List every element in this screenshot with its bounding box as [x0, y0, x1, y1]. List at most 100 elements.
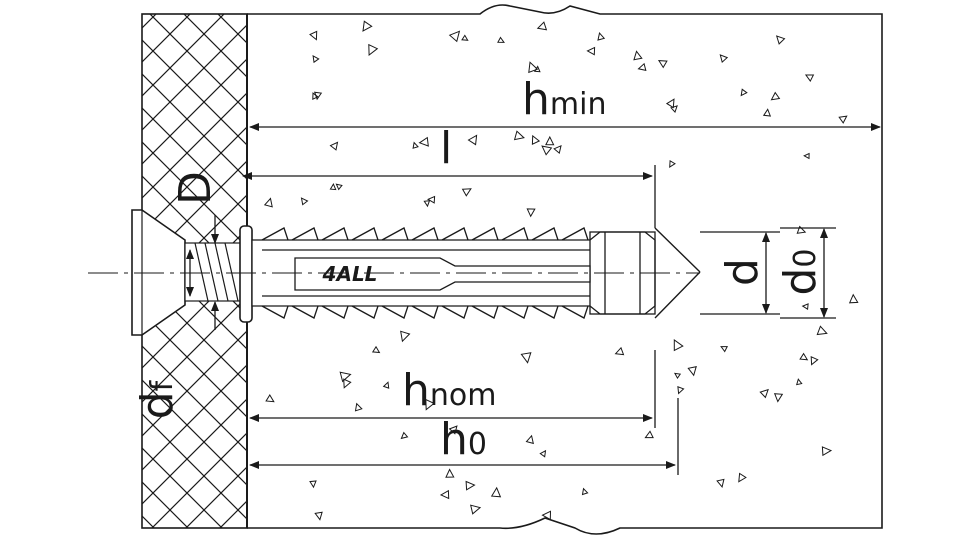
aggregate-speck — [371, 345, 381, 354]
aggregate-speck — [795, 378, 803, 386]
aggregate-speck — [581, 487, 589, 496]
aggregate-speck — [329, 182, 337, 191]
label-d0: d0 — [775, 248, 826, 295]
aggregate-speck — [637, 62, 647, 72]
label-d: d — [717, 258, 768, 286]
aggregate-speck — [418, 136, 429, 147]
aggregate-speck — [465, 480, 476, 491]
aggregate-speck — [810, 356, 819, 366]
aggregate-speck — [439, 489, 450, 500]
aggregate-speck — [775, 35, 786, 45]
aggregate-speck — [759, 388, 769, 399]
aggregate-speck — [533, 65, 541, 73]
aggregate-speck — [719, 54, 729, 64]
aggregate-speck — [312, 54, 320, 64]
aggregate-speck — [314, 511, 323, 521]
aggregate-speck — [586, 46, 596, 56]
aggregate-speck — [740, 88, 748, 97]
aggregate-speck — [490, 486, 502, 498]
aggregate-speck — [528, 61, 539, 74]
aggregate-speck — [400, 431, 409, 440]
aggregate-speck — [400, 330, 411, 343]
aggregate-speck — [716, 478, 725, 488]
aggregate-speck — [265, 394, 275, 403]
aggregate-speck — [838, 115, 848, 124]
aggregate-speck — [762, 108, 772, 117]
aggregate-speck — [526, 208, 536, 218]
aggregate-speck — [720, 346, 729, 353]
aggregate-speck — [339, 371, 352, 383]
aggregate-speck — [362, 20, 373, 32]
aggregate-speck — [329, 141, 339, 151]
label-h-min: hmin — [522, 74, 606, 125]
concrete-aggregate — [263, 20, 859, 521]
aggregate-speck — [300, 197, 309, 206]
dim-d — [700, 231, 780, 315]
aggregate-speck — [309, 480, 317, 489]
aggregate-speck — [673, 339, 684, 352]
aggregate-speck — [426, 195, 436, 204]
aggregate-speck — [803, 152, 810, 160]
aggregate-speck — [470, 504, 482, 515]
aggregate-speck — [821, 446, 833, 457]
aggregate-speck — [525, 434, 534, 445]
aggregate-speck — [312, 92, 319, 101]
aggregate-speck — [687, 366, 697, 377]
aggregate-speck — [445, 468, 455, 478]
aggregate-speck — [425, 398, 435, 411]
aggregate-speck — [536, 21, 548, 31]
aggregate-speck — [657, 60, 668, 69]
aggregate-speck — [738, 472, 747, 483]
aggregate-speck — [309, 30, 318, 41]
aggregate-speck — [343, 378, 352, 389]
aggregate-speck — [816, 325, 828, 336]
aggregate-speck — [513, 130, 525, 141]
aggregate-speck — [382, 381, 390, 389]
aggregate-speck — [368, 43, 379, 56]
aggregate-speck — [531, 134, 541, 146]
aggregate-speck — [412, 141, 419, 149]
anchor-collar — [239, 225, 253, 323]
aggregate-speck — [541, 510, 552, 521]
aggregate-speck — [673, 372, 682, 380]
aggregate-speck — [597, 32, 606, 41]
aggregate-speck — [541, 145, 553, 156]
aggregate-speck — [467, 134, 478, 146]
aggregate-speck — [448, 30, 461, 43]
screw-shank — [184, 242, 244, 302]
brand-label: 4ALL — [322, 262, 378, 286]
aggregate-speck — [423, 200, 431, 208]
aggregate-speck — [614, 346, 625, 356]
aggregate-speck — [461, 34, 469, 41]
aggregate-speck — [796, 225, 807, 234]
dim-l — [242, 165, 656, 228]
dim-h-nom — [249, 350, 656, 428]
anchor-body — [251, 227, 656, 319]
aggregate-speck — [677, 386, 685, 395]
label-h0: h0 — [440, 414, 487, 465]
aggregate-speck — [669, 159, 676, 168]
aggregate-speck — [263, 197, 273, 208]
aggregate-speck — [545, 135, 555, 146]
concrete-base — [247, 4, 883, 535]
aggregate-speck — [520, 352, 532, 364]
aggregate-speck — [633, 50, 643, 61]
aggregate-speck — [553, 144, 562, 155]
label-df: df — [132, 379, 183, 419]
dim-h0 — [249, 398, 679, 475]
label-h-nom: hnom — [402, 365, 496, 416]
aggregate-speck — [335, 183, 343, 191]
aggregate-speck — [848, 293, 859, 304]
aggregate-speck — [539, 449, 547, 458]
aggregate-speck — [799, 352, 809, 361]
label-D: D — [170, 171, 221, 205]
aggregate-speck — [801, 303, 809, 311]
aggregate-speck — [497, 36, 505, 43]
label-l: l — [440, 123, 452, 174]
aggregate-speck — [448, 425, 458, 435]
aggregate-speck — [670, 105, 678, 113]
aggregate-speck — [665, 98, 675, 109]
aggregate-speck — [804, 74, 815, 83]
